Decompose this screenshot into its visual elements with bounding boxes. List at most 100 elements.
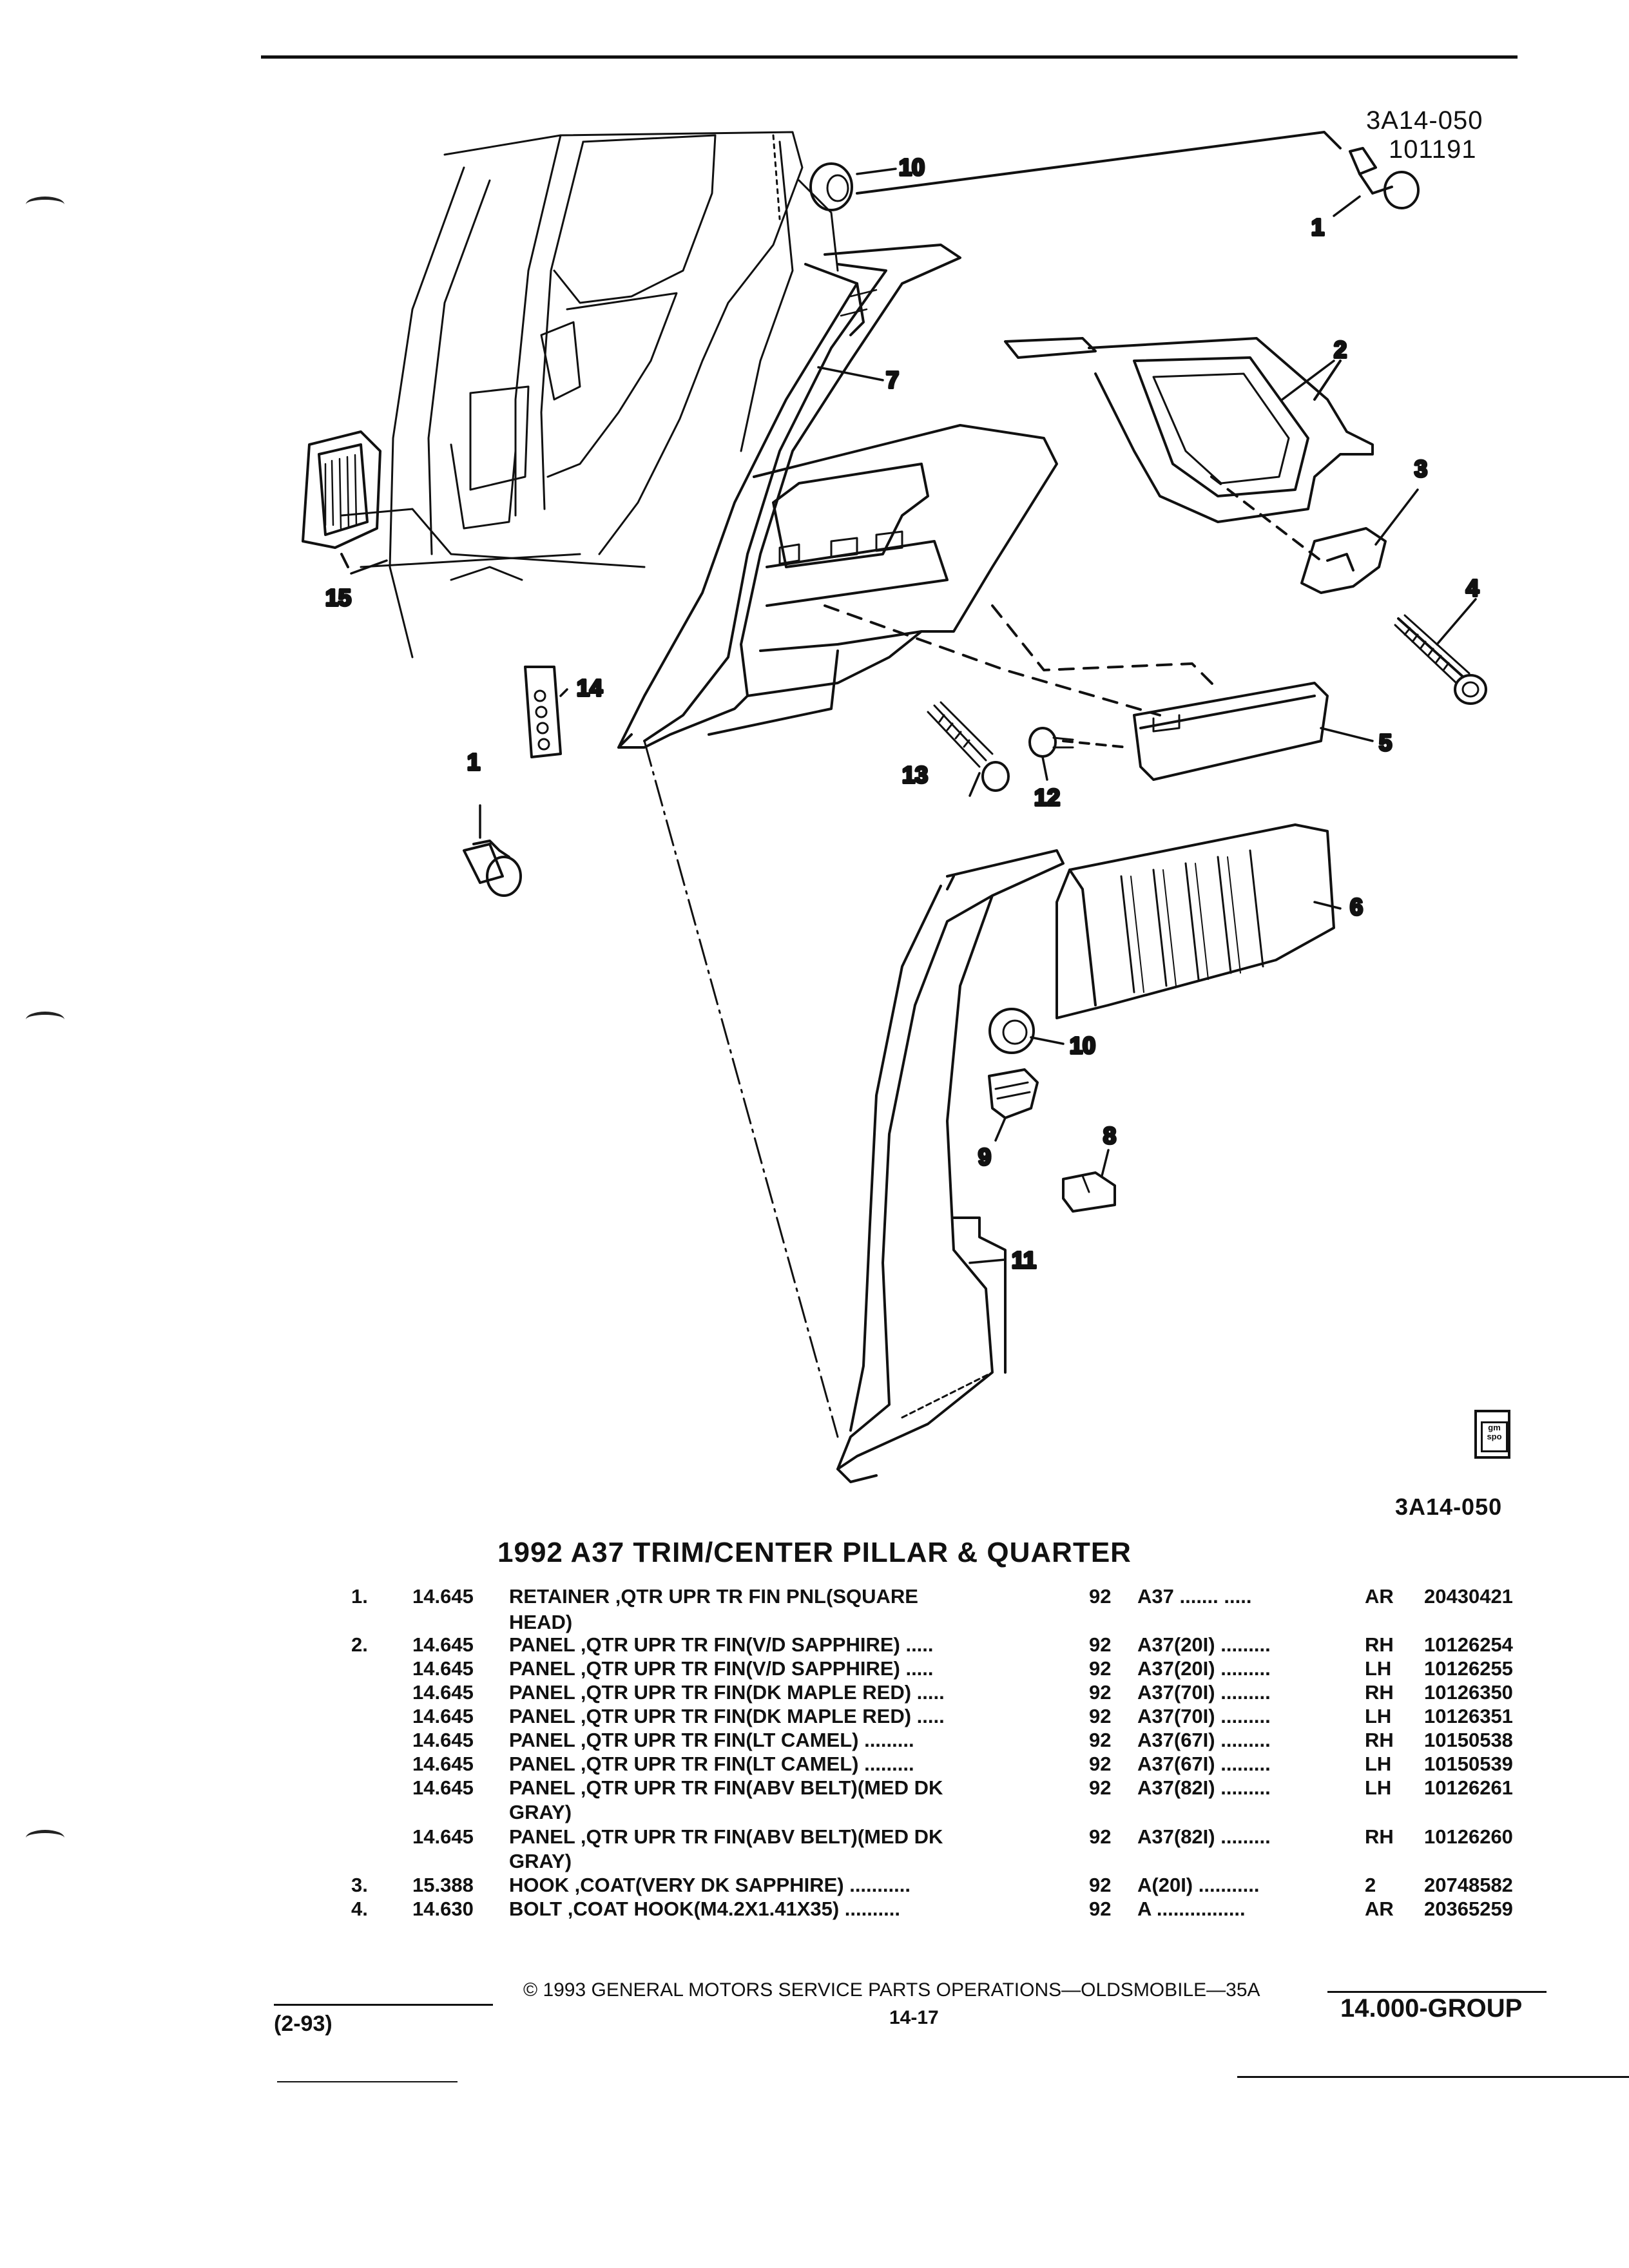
part-number: 10126351: [1424, 1705, 1513, 1727]
binder-hole-mark: [26, 1830, 64, 1846]
part-detail: ,QTR UPR TR FIN(DK MAPLE RED) .....: [580, 1705, 945, 1727]
gm-spo-logo-text: gm spo: [1481, 1421, 1508, 1452]
callout-12: 12: [1034, 784, 1060, 811]
part-description: PANEL ,QTR UPR TR FIN(V/D SAPPHIRE) ....…: [509, 1657, 1050, 1680]
group-number: 14.630: [412, 1898, 474, 1920]
group-number: 14.645: [412, 1681, 474, 1704]
ref-number: 4.: [351, 1898, 368, 1920]
callout-1-lower: 1: [467, 749, 480, 775]
part-11-lower-pillar-trim: [836, 849, 1065, 1483]
pillar-lower-bracket: [708, 424, 1058, 736]
model-code: A37(70I) .........: [1137, 1705, 1271, 1727]
group-number: 14.645: [412, 1705, 474, 1727]
callout-14: 14: [577, 675, 602, 701]
quantity: RH: [1365, 1681, 1394, 1704]
parts-row: 1. 14.645 RETAINER ,QTR UPR TR FIN PNL(S…: [0, 1585, 1629, 1610]
part-name: PANEL: [509, 1633, 575, 1656]
model-code: A37(70I) .........: [1137, 1681, 1271, 1704]
callout-1-upper: 1: [1311, 214, 1324, 240]
parts-row: 14.645 PANEL ,QTR UPR TR FIN(V/D SAPPHIR…: [0, 1657, 1629, 1682]
part-number: 10126260: [1424, 1825, 1513, 1848]
part-description: PANEL ,QTR UPR TR FIN(V/D SAPPHIRE) ....…: [509, 1633, 1050, 1657]
gm-spo-logo: gm spo: [1474, 1410, 1510, 1459]
part-detail: ,QTR UPR TR FIN(V/D SAPPHIRE) .....: [580, 1633, 934, 1656]
part-name: PANEL: [509, 1705, 575, 1727]
part-name: BOLT: [509, 1898, 563, 1920]
part-description: HOOK ,COAT(VERY DK SAPPHIRE) ...........: [509, 1874, 1050, 1897]
parts-row: 14.645 PANEL ,QTR UPR TR FIN(DK MAPLE RE…: [0, 1705, 1629, 1729]
group-number: 14.645: [412, 1585, 474, 1608]
callout-10-lower: 10: [1070, 1032, 1095, 1059]
parts-row: 14.645 PANEL ,QTR UPR TR FIN(DK MAPLE RE…: [0, 1681, 1629, 1706]
top-rule: [261, 55, 1518, 59]
group-number: 14.645: [412, 1657, 474, 1680]
callout-7: 7: [886, 367, 899, 393]
group-number: 14.645: [412, 1825, 474, 1848]
quantity: LH: [1365, 1776, 1392, 1799]
parts-row: 4. 14.630 BOLT ,COAT HOOK(M4.2X1.41X35) …: [0, 1898, 1629, 1922]
part-3-coat-hook: [1210, 476, 1387, 594]
figure-code-bottom: 3A14-050: [1395, 1494, 1503, 1520]
footer-rule-right: [1327, 1991, 1547, 1993]
binder-hole-mark: [26, 197, 64, 213]
model-year: 92: [1089, 1657, 1112, 1680]
callout-11: 11: [1012, 1247, 1036, 1273]
part-14-clip: [524, 666, 562, 758]
callout-2: 2: [1334, 336, 1347, 363]
part-name: HOOK: [509, 1874, 569, 1896]
part-description-continued: GRAY): [509, 1850, 572, 1872]
model-code: A37(82I) .........: [1137, 1825, 1271, 1848]
model-year: 92: [1089, 1898, 1112, 1920]
group-number: 14.645: [412, 1729, 474, 1751]
ref-number: 3.: [351, 1874, 368, 1896]
part-name: PANEL: [509, 1729, 575, 1751]
model-year: 92: [1089, 1681, 1112, 1704]
quantity: LH: [1365, 1657, 1392, 1680]
part-7-center-pillar-trim: [617, 244, 961, 749]
model-year: 92: [1089, 1753, 1112, 1775]
quantity: RH: [1365, 1633, 1394, 1656]
part-detail: ,QTR UPR TR FIN(ABV BELT)(MED DK: [580, 1825, 943, 1848]
binder-hole-mark: [26, 1012, 64, 1028]
leader-lines: [350, 168, 1477, 1264]
footer-page-number: 14-17: [889, 2007, 939, 2028]
group-number: 14.645: [412, 1753, 474, 1775]
part-detail: ,COAT(VERY DK SAPPHIRE) ...........: [574, 1874, 911, 1896]
part-description: PANEL ,QTR UPR TR FIN(LT CAMEL) ........…: [509, 1753, 1050, 1776]
part-number: 10126255: [1424, 1657, 1513, 1680]
bottom-rule-right: [1237, 2076, 1629, 2078]
part-13-screw: [927, 701, 1010, 792]
group-number: 14.645: [412, 1776, 474, 1799]
part-8-clip: [1062, 1171, 1116, 1213]
group-number: 14.645: [412, 1633, 474, 1656]
model-year: 92: [1089, 1585, 1112, 1608]
alignment-line: [643, 740, 839, 1438]
model-code: A ................: [1137, 1898, 1246, 1920]
part-name: PANEL: [509, 1825, 575, 1848]
quantity: AR: [1365, 1585, 1394, 1608]
model-year: 92: [1089, 1729, 1112, 1751]
callout-6: 6: [1350, 894, 1363, 920]
model-year: 92: [1089, 1825, 1112, 1848]
part-10-grommet-upper: [809, 131, 1342, 211]
group-number: 15.388: [412, 1874, 474, 1896]
footer-revision: (2-93): [274, 2012, 333, 2036]
callout-9: 9: [978, 1144, 991, 1170]
part-description: PANEL ,QTR UPR TR FIN(ABV BELT)(MED DK: [509, 1825, 1050, 1849]
part-number: 20748582: [1424, 1874, 1513, 1896]
callout-3: 3: [1414, 456, 1427, 482]
model-year: 92: [1089, 1633, 1112, 1656]
quantity: LH: [1365, 1705, 1392, 1727]
callout-4: 4: [1466, 575, 1479, 601]
model-code: A37(20I) .........: [1137, 1657, 1271, 1680]
quantity: RH: [1365, 1729, 1394, 1751]
quantity: LH: [1365, 1753, 1392, 1775]
part-description: PANEL ,QTR UPR TR FIN(DK MAPLE RED) ....…: [509, 1705, 1050, 1728]
part-name: RETAINER: [509, 1585, 610, 1608]
footer-copyright: © 1993 GENERAL MOTORS SERVICE PARTS OPER…: [523, 1979, 1260, 2001]
part-4-coat-hook-bolt: [1394, 614, 1487, 705]
part-1-retainer-lower: [463, 840, 522, 897]
part-description: PANEL ,QTR UPR TR FIN(DK MAPLE RED) ....…: [509, 1681, 1050, 1704]
part-15-vent-grille: [302, 430, 381, 568]
ref-number: 1.: [351, 1585, 368, 1608]
